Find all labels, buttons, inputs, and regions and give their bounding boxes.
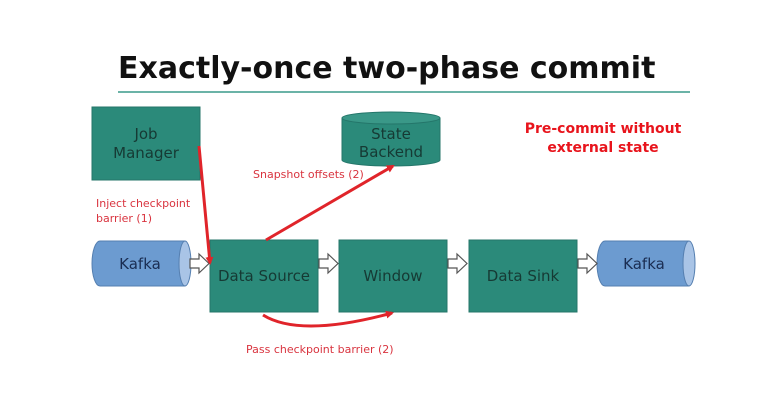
data-source-label: Data Source (218, 267, 310, 285)
note-line-2: external state (547, 140, 658, 156)
job-manager-node: Job Manager (91, 106, 201, 181)
data-sink-node: Data Sink (468, 239, 578, 313)
pass-barrier-arrow (262, 310, 394, 328)
inject-barrier-arrow (197, 145, 214, 265)
flow-arrow-icon (189, 252, 210, 275)
slide-title: Exactly-once two-phase commit (118, 51, 655, 86)
window-node: Window (338, 239, 448, 313)
inject-label-2: barrier (1) (96, 212, 152, 225)
state-backend-label-1: State (371, 125, 411, 143)
inject-label-1: Inject checkpoint (96, 197, 191, 210)
flow-arrow-icon (318, 252, 339, 275)
snapshot-arrow (265, 164, 395, 242)
state-backend-node: State Backend (341, 111, 441, 167)
flow-arrow-icon (447, 252, 468, 275)
kafka-source-node: Kafka (91, 240, 192, 287)
kafka-sink-node: Kafka (596, 240, 696, 287)
data-sink-label: Data Sink (487, 267, 560, 285)
snapshot-label: Snapshot offsets (2) (253, 168, 364, 181)
note-line-1: Pre-commit without (525, 121, 682, 137)
data-source-node: Data Source (209, 239, 319, 313)
state-backend-label-2: Backend (359, 143, 423, 161)
kafka-sink-label: Kafka (623, 255, 665, 273)
job-manager-label-2: Manager (113, 144, 180, 162)
pass-label: Pass checkpoint barrier (2) (246, 343, 394, 356)
kafka-source-label: Kafka (119, 255, 161, 273)
window-label: Window (363, 267, 422, 285)
job-manager-label-1: Job (133, 125, 157, 143)
flow-arrow-icon (577, 252, 598, 275)
